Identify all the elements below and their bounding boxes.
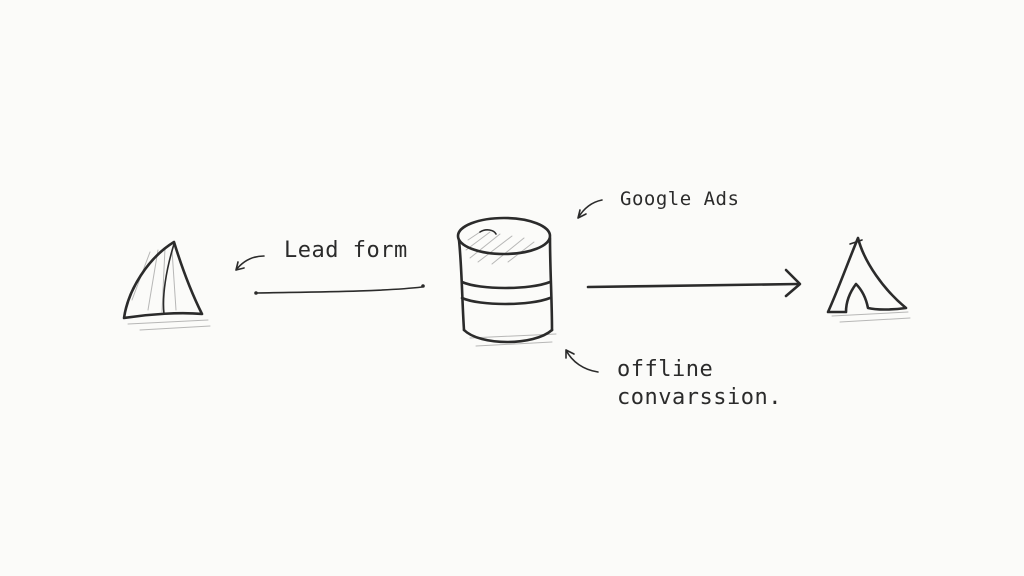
google-ads-pointer-icon xyxy=(577,199,603,219)
offline-label-line1: offline xyxy=(617,357,714,382)
destination-tent-icon xyxy=(826,236,911,323)
database-cylinder-icon xyxy=(456,216,557,347)
lead-form-pointer-icon xyxy=(235,255,265,271)
lead-connection-line xyxy=(254,284,425,295)
source-sail-icon xyxy=(122,240,211,331)
upload-arrow xyxy=(586,268,802,298)
lead-form-label: Lead form xyxy=(284,238,408,263)
google-ads-label: Google Ads xyxy=(620,188,740,210)
offline-label-line2: convarssion. xyxy=(617,385,782,410)
offline-pointer-icon xyxy=(565,349,599,373)
offline-conversion-label: offline convarssion. xyxy=(617,356,782,412)
